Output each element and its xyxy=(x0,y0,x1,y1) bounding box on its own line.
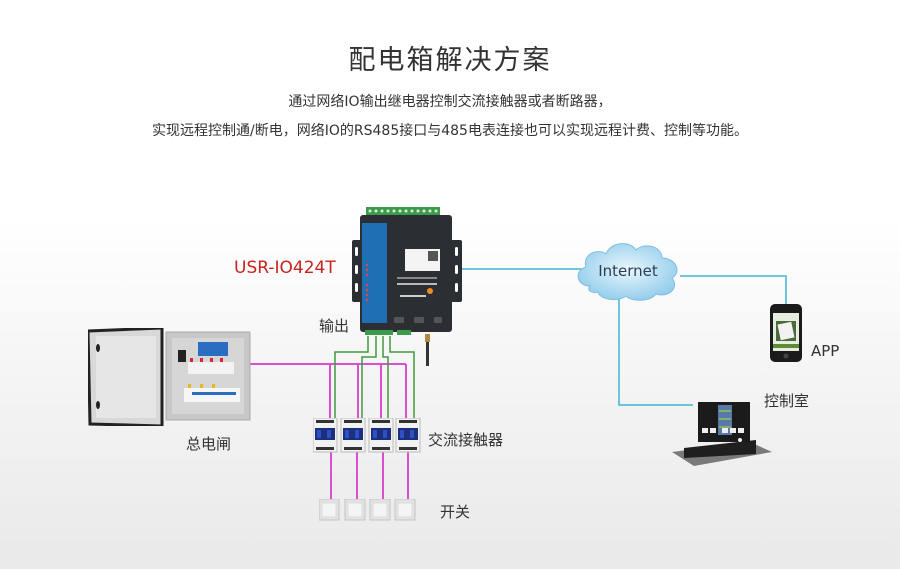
network-lines xyxy=(462,268,787,406)
internet-cloud: Internet xyxy=(572,238,684,304)
switch-1 xyxy=(318,498,340,521)
device-model-label: USR-IO424T xyxy=(234,258,336,278)
io-device-graphic xyxy=(352,207,462,336)
switch-label: 开关 xyxy=(440,503,471,521)
smartphone-icon xyxy=(770,304,802,362)
main-breaker-label: 总电闸 xyxy=(186,435,232,453)
io-device xyxy=(352,205,462,336)
description-line-1: 通过网络IO输出继电器控制交流接触器或者断路器， xyxy=(288,94,612,110)
main-breaker-box xyxy=(86,326,252,428)
control-room-label: 控制室 xyxy=(764,392,810,410)
contactor-2 xyxy=(340,417,366,453)
cloud-icon xyxy=(577,243,678,301)
switch-4 xyxy=(394,498,416,521)
internet-to-app-line xyxy=(680,275,787,307)
contactor-1 xyxy=(312,417,338,453)
antenna-icon xyxy=(423,334,433,366)
switch-3 xyxy=(369,498,391,521)
switch-2 xyxy=(344,498,366,521)
internet-to-control-room-line xyxy=(618,298,693,406)
switch-group[interactable] xyxy=(318,498,419,521)
contactor-3 xyxy=(368,417,394,453)
output-label: 输出 xyxy=(319,317,350,335)
contactor-label: 交流接触器 xyxy=(428,431,504,449)
app-label: APP xyxy=(811,342,840,360)
page-title: 配电箱解决方案 xyxy=(348,45,552,76)
output-signal-lines xyxy=(334,336,415,420)
internet-label: Internet xyxy=(598,262,658,280)
description-line-2: 实现远程控制通/断电，网络IO的RS485接口与485电表连接也可以实现远程计费… xyxy=(152,123,748,139)
control-room-icon xyxy=(672,400,772,470)
contactor-group xyxy=(312,417,423,454)
contactor-4 xyxy=(395,417,421,453)
power-lines xyxy=(248,363,409,500)
